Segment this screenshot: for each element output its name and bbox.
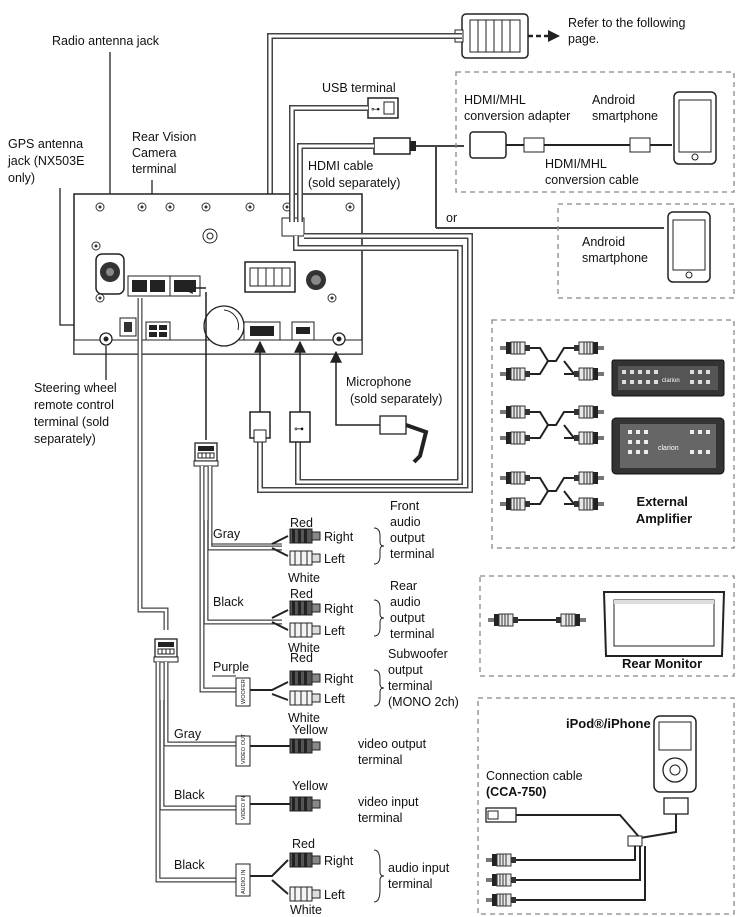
white-label: White bbox=[288, 711, 320, 725]
rear-camera-label: Rear Vision Camera terminal bbox=[132, 130, 200, 176]
connection-cable-label: Connection cable (CCA-750) bbox=[486, 769, 586, 799]
hdmi-conversion-cable-label: HDMI/MHL conversion cable bbox=[545, 157, 639, 187]
video-output-label: video output terminal bbox=[358, 737, 430, 767]
red-label: Red bbox=[290, 651, 313, 665]
video-input-label: video input terminal bbox=[358, 795, 422, 825]
head-unit-back bbox=[73, 193, 363, 355]
ipod-cable bbox=[485, 807, 677, 907]
right-label: Right bbox=[324, 602, 354, 616]
rear-monitor-box bbox=[479, 575, 735, 677]
gps-antenna-label: GPS antenna jack (NX503E only) bbox=[7, 137, 88, 185]
white-label: White bbox=[288, 641, 320, 655]
svg-text:⊶: ⊶ bbox=[294, 424, 304, 435]
right-label: Right bbox=[324, 854, 354, 868]
svg-text:clarion: clarion bbox=[662, 378, 680, 384]
svg-text:⊶: ⊶ bbox=[371, 104, 380, 114]
rear-audio-label: Rear audio output terminal bbox=[390, 579, 434, 641]
svg-text:AUDIO IN: AUDIO IN bbox=[241, 870, 247, 894]
rca-cable-monitor bbox=[487, 613, 586, 627]
right-label: Right bbox=[324, 530, 354, 544]
usb-plug-bottom: ⊶ bbox=[289, 411, 311, 443]
wire-color-purple: Purple bbox=[213, 660, 249, 674]
red-label: Red bbox=[292, 837, 315, 851]
left-label: Left bbox=[324, 692, 345, 706]
external-amplifier-label: External Amplifier bbox=[636, 494, 692, 526]
radio-antenna-label: Radio antenna jack bbox=[52, 34, 160, 48]
wire-color-black-1: Black bbox=[213, 595, 244, 609]
usb-plug-top: ⊶ bbox=[367, 97, 399, 119]
yellow-label: Yellow bbox=[292, 723, 329, 737]
yellow-label: Yellow bbox=[292, 779, 329, 793]
hdmi-plug-bottom bbox=[249, 411, 271, 443]
right-label: Right bbox=[324, 672, 354, 686]
hdmi-plug-top bbox=[373, 137, 416, 155]
steering-label: Steering wheel remote control terminal (… bbox=[34, 381, 120, 446]
svg-text:VIDEO IN: VIDEO IN bbox=[241, 796, 247, 820]
amplifier-1: clarion bbox=[611, 359, 725, 397]
left-label: Left bbox=[324, 888, 345, 902]
video-out-tag: VIDEO OUT bbox=[235, 733, 251, 767]
left-label: Left bbox=[324, 552, 345, 566]
microphone-label: Microphone (sold separately) bbox=[346, 375, 442, 406]
white-label: White bbox=[290, 903, 322, 917]
smartphone-icon bbox=[667, 211, 711, 283]
hdmi-adapter-label: HDMI/MHL conversion adapter bbox=[464, 93, 570, 123]
rca-cables-amp bbox=[499, 341, 604, 511]
red-label: Red bbox=[290, 587, 313, 601]
audio-in-tag: AUDIO IN bbox=[235, 863, 251, 897]
android-smartphone-1-label: Android smartphone bbox=[592, 93, 658, 123]
amplifier-2: clarion bbox=[611, 417, 725, 475]
ipod-label: iPod®/iPhone bbox=[566, 716, 651, 731]
red-label: Red bbox=[290, 516, 313, 530]
ipod-box bbox=[477, 697, 735, 915]
rear-monitor-label: Rear Monitor bbox=[622, 656, 702, 671]
hdmi-mhl-box bbox=[455, 71, 735, 193]
external-amplifier-box bbox=[491, 319, 735, 549]
video-in-tag: VIDEO IN bbox=[235, 795, 251, 825]
ipod-icon bbox=[653, 715, 697, 815]
usb-terminal-label: USB terminal bbox=[322, 81, 396, 95]
svg-text:VIDEO OUT: VIDEO OUT bbox=[241, 733, 247, 764]
front-audio-label: Front audio output terminal bbox=[390, 499, 434, 561]
monitor-icon bbox=[602, 591, 726, 657]
subwoofer-label: Subwoofer output terminal (MONO 2ch) bbox=[388, 647, 459, 709]
refer-label: Refer to the following page. bbox=[568, 16, 689, 46]
woofer-tag: WOOFER bbox=[235, 677, 251, 707]
harness-connector-upper bbox=[193, 442, 219, 467]
harness-connector-lower bbox=[153, 638, 179, 663]
wire-color-gray-1: Gray bbox=[213, 527, 241, 541]
hdmi-cable-label: HDMI cable (sold separately) bbox=[308, 159, 400, 190]
hdmi-adapter bbox=[469, 131, 672, 159]
white-label: White bbox=[288, 571, 320, 585]
smartphone-icon bbox=[673, 91, 717, 165]
wire-color-black-2: Black bbox=[174, 788, 205, 802]
svg-text:WOOFER: WOOFER bbox=[241, 679, 247, 704]
audio-input-label: audio input terminal bbox=[388, 861, 453, 891]
android-smartphone-2-label: Android smartphone bbox=[582, 235, 648, 265]
svg-text:clarion: clarion bbox=[658, 445, 679, 452]
wire-color-gray-2: Gray bbox=[174, 727, 202, 741]
or-label: or bbox=[446, 211, 457, 225]
wire-color-black-3: Black bbox=[174, 858, 205, 872]
left-label: Left bbox=[324, 624, 345, 638]
microphone-plug bbox=[379, 415, 429, 464]
main-harness-connector bbox=[454, 13, 560, 59]
